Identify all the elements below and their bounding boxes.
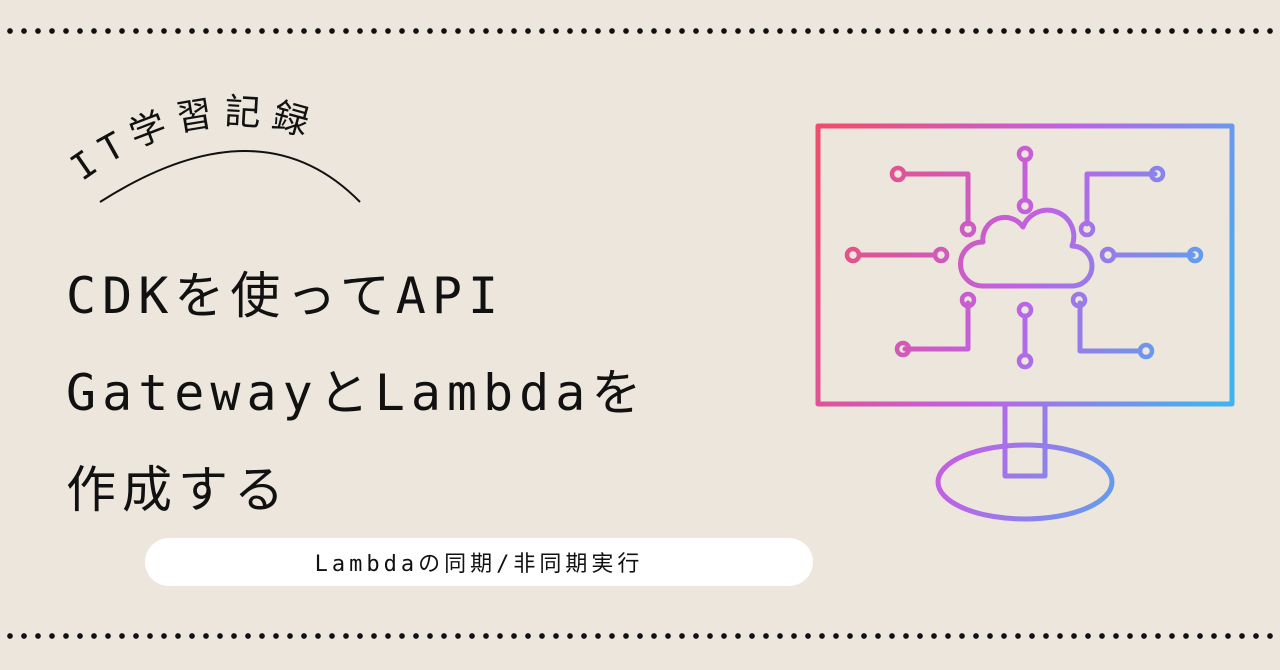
subtitle-text: Lambdaの同期/非同期実行 <box>314 552 644 577</box>
top-dotted-border <box>0 27 1280 35</box>
monitor-cloud-circuit-icon <box>815 123 1235 522</box>
title-line-2: GatewayとLambdaを <box>66 364 648 422</box>
subtitle-pill: Lambdaの同期/非同期実行 <box>145 538 813 586</box>
circuit-nodes <box>844 145 1204 370</box>
badge-underline-arc <box>99 150 361 203</box>
cloud-icon <box>958 207 1095 289</box>
bottom-dotted-border <box>0 632 1280 640</box>
page-title: CDKを使ってAPI GatewayとLambdaを 作成する <box>66 248 766 539</box>
monitor-base <box>935 442 1115 522</box>
circuit-traces <box>857 157 1196 358</box>
badge-text: IT学習記録 <box>64 92 323 190</box>
monitor-screen <box>815 123 1235 407</box>
title-line-3: 作成する <box>66 461 290 519</box>
title-line-1: CDKを使ってAPI <box>66 267 505 325</box>
monitor-neck <box>1002 401 1048 479</box>
badge-heading: IT学習記録 <box>64 92 361 203</box>
